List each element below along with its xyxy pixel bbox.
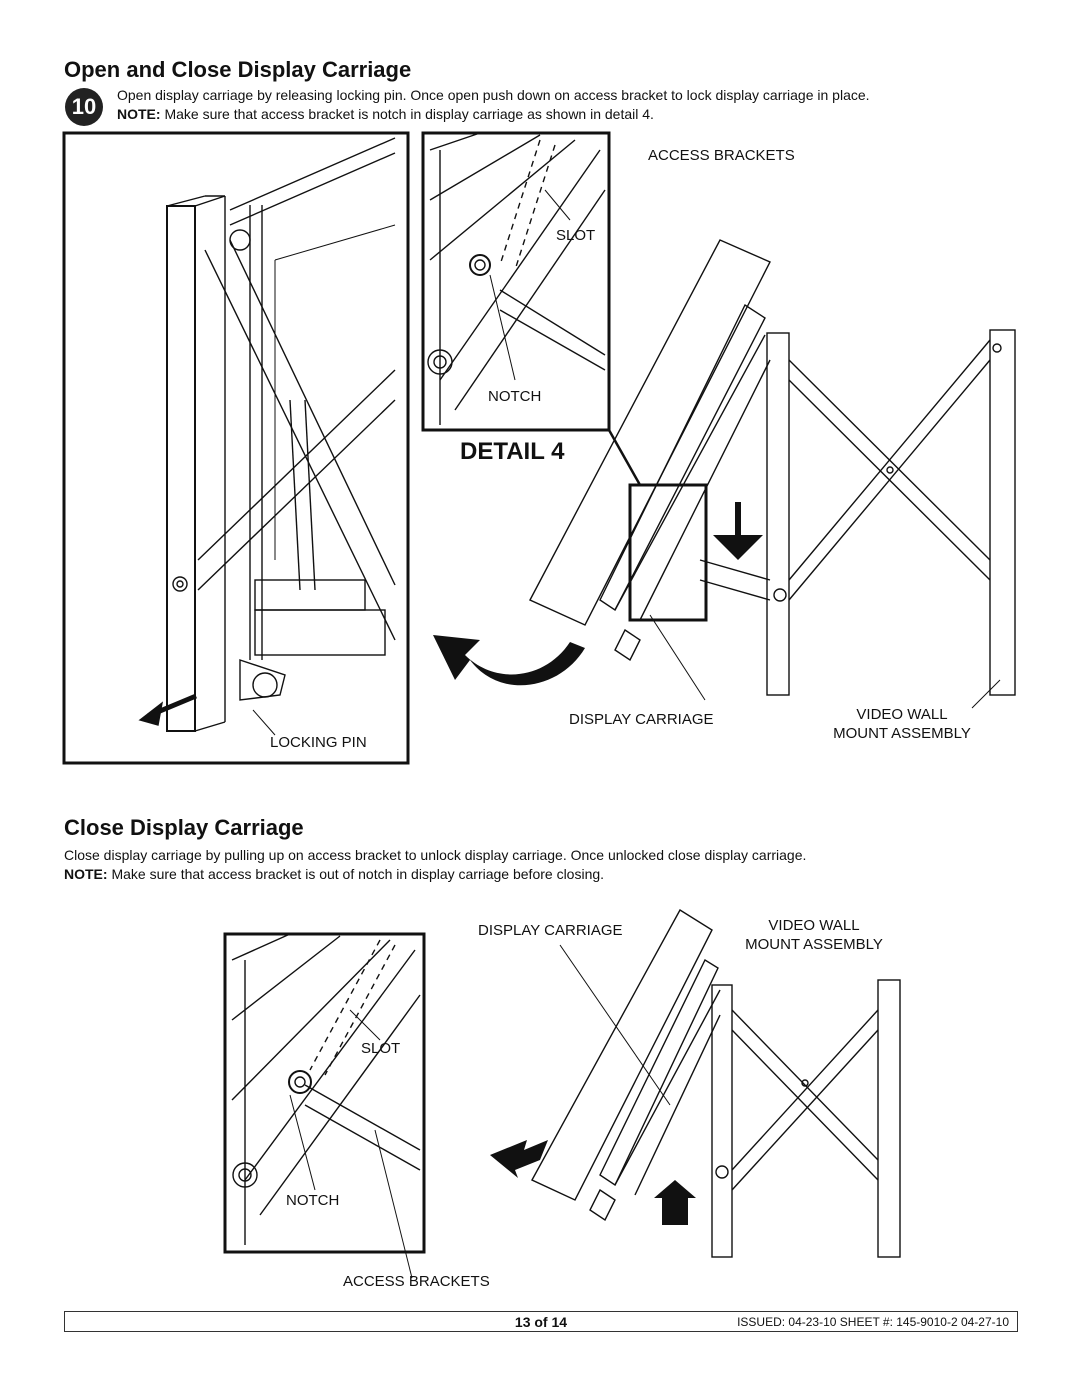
label-slot-2: SLOT bbox=[361, 1040, 401, 1057]
detail-highlight-box bbox=[628, 483, 708, 622]
label-notch: NOTCH bbox=[488, 388, 542, 405]
label-display-carriage: DISPLAY CARRIAGE bbox=[569, 711, 714, 728]
step-instruction: Open display carriage by releasing locki… bbox=[117, 86, 870, 124]
label-locking-pin: LOCKING PIN bbox=[270, 734, 367, 751]
label-video-wall-2-line2: MOUNT ASSEMBLY bbox=[745, 936, 883, 953]
instruction-line: Open display carriage by releasing locki… bbox=[117, 87, 870, 103]
page-footer: 13 of 14 ISSUED: 04-23-10 SHEET #: 145-9… bbox=[64, 1311, 1018, 1332]
detail-4-inset bbox=[421, 131, 611, 432]
label-access-brackets-2: ACCESS BRACKETS bbox=[343, 1273, 490, 1290]
step-number-badge: 10 bbox=[65, 88, 103, 126]
locking-pin-view bbox=[62, 131, 410, 765]
label-video-wall-mount-2: VIDEO WALL MOUNT ASSEMBLY bbox=[724, 916, 904, 954]
close-instruction-line: Close display carriage by pulling up on … bbox=[64, 847, 807, 863]
note-text: Make sure that access bracket is notch i… bbox=[160, 106, 654, 122]
label-access-brackets: ACCESS BRACKETS bbox=[648, 147, 795, 164]
close-note-text: Make sure that access bracket is out of … bbox=[107, 866, 605, 882]
note-label: NOTE: bbox=[117, 106, 161, 122]
label-video-wall-line2: MOUNT ASSEMBLY bbox=[833, 725, 971, 742]
section-title-open-close: Open and Close Display Carriage bbox=[64, 57, 412, 82]
label-video-wall-mount: VIDEO WALL MOUNT ASSEMBLY bbox=[812, 705, 992, 743]
close-carriage-view bbox=[490, 909, 901, 1258]
issued-sheet-info: ISSUED: 04-23-10 SHEET #: 145-9010-2 04-… bbox=[737, 1315, 1009, 1329]
page-number: 13 of 14 bbox=[514, 1314, 568, 1330]
section-title-close: Close Display Carriage bbox=[64, 815, 304, 840]
detail-4-title: DETAIL 4 bbox=[460, 438, 565, 465]
label-video-wall-line1: VIDEO WALL bbox=[856, 706, 948, 723]
label-display-carriage-2: DISPLAY CARRIAGE bbox=[478, 922, 623, 939]
label-video-wall-2-line1: VIDEO WALL bbox=[768, 917, 860, 934]
label-slot: SLOT bbox=[556, 227, 596, 244]
close-note-label: NOTE: bbox=[64, 866, 108, 882]
open-carriage-view bbox=[433, 239, 1016, 709]
close-detail-inset bbox=[223, 932, 426, 1279]
close-instruction: Close display carriage by pulling up on … bbox=[64, 846, 806, 884]
label-notch-2: NOTCH bbox=[286, 1192, 340, 1209]
